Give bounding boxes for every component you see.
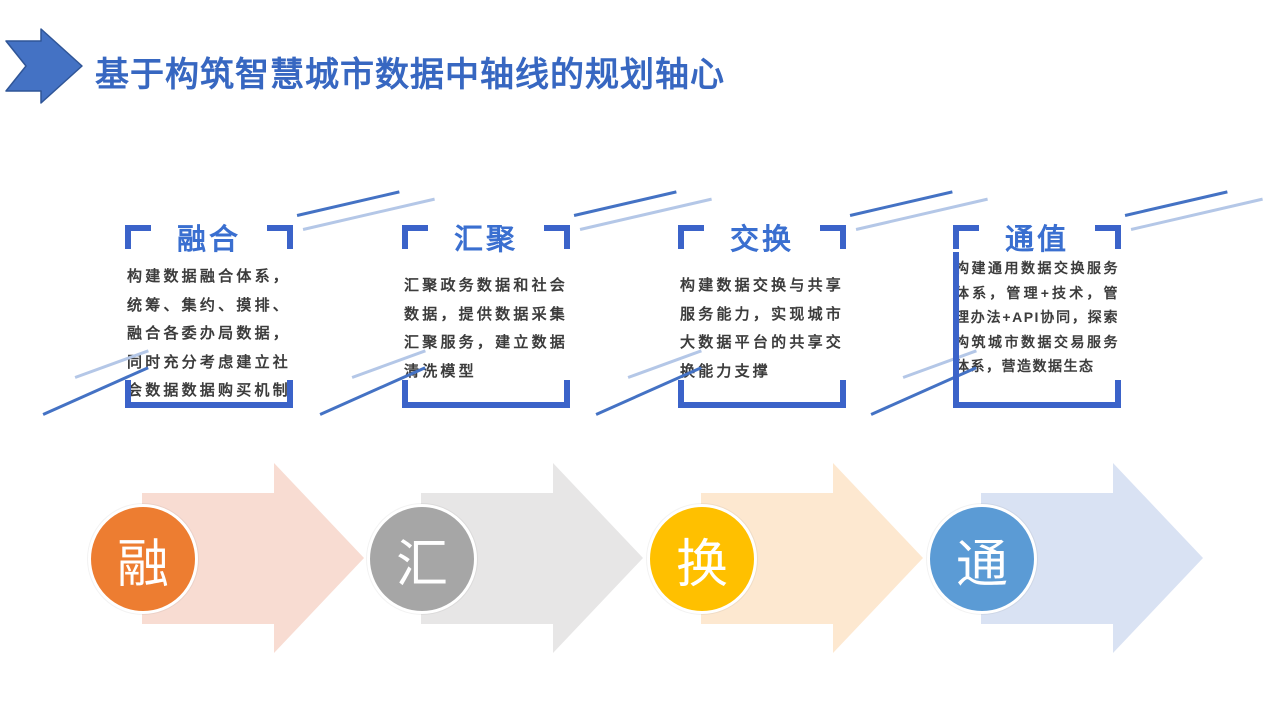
column-header: 交换 (678, 216, 846, 256)
column-title: 通值 (1004, 224, 1069, 256)
arrow-head-icon (1113, 463, 1203, 653)
step-label: 通 (955, 535, 1008, 594)
arrow-head-icon (274, 463, 364, 653)
bracket-bottom-icon (678, 380, 846, 408)
column-body-text: 汇聚政务数据和社会数据，提供数据采集汇聚服务，建立数据清洗模型 (404, 277, 568, 380)
column-body-text: 构建数据交换与共享服务能力，实现城市大数据平台的共享交换能力支撑 (680, 277, 844, 380)
bracket-side-line-icon (953, 252, 959, 382)
decor-line-icon (573, 190, 677, 217)
info-column-tongzhi: 通值 构建通用数据交换服务体系，管理+技术，管理办法+API协同，探索构筑城市数… (870, 190, 1263, 416)
bracket-bottom-icon (402, 380, 570, 408)
bracket-corner-icon (678, 225, 704, 249)
column-title: 融合 (176, 224, 241, 256)
process-step-hui: 汇 (367, 463, 657, 655)
arrow-head-icon (833, 463, 923, 653)
title-chevron-arrow-icon (5, 28, 83, 104)
bracket-bottom-icon (953, 380, 1121, 408)
column-title: 汇聚 (453, 224, 518, 256)
decor-line-icon (849, 190, 953, 217)
decor-line-icon (1124, 190, 1228, 217)
step-circle: 汇 (367, 504, 477, 614)
column-header: 通值 (953, 216, 1121, 256)
process-step-huan: 换 (647, 463, 937, 655)
step-label: 汇 (395, 535, 448, 594)
bracket-corner-icon (125, 225, 151, 249)
bracket-corner-icon (402, 225, 428, 249)
column-title: 交换 (729, 224, 794, 256)
column-body-text: 构建通用数据交换服务体系，管理+技术，管理办法+API协同，探索构筑城市数据交易… (955, 260, 1119, 374)
info-column-jiaohuan: 交换 构建数据交换与共享服务能力，实现城市大数据平台的共享交换能力支撑 (595, 190, 988, 416)
column-body-text: 构建数据融合体系，统筹、集约、摸排、融合各委办局数据，同时充分考虑建立社会数据数… (127, 268, 291, 399)
info-column-ronghe: 融合 构建数据融合体系，统筹、集约、摸排、融合各委办局数据，同时充分考虑建立社会… (42, 190, 435, 416)
decor-line-icon (296, 190, 400, 217)
step-label: 换 (675, 535, 728, 594)
step-circle: 通 (927, 504, 1037, 614)
process-step-rong: 融 (88, 463, 378, 655)
bracket-corner-icon (267, 225, 293, 249)
decor-line-icon (1130, 197, 1263, 231)
step-circle: 换 (647, 504, 757, 614)
bracket-corner-icon (1095, 225, 1121, 249)
column-header: 融合 (125, 216, 293, 256)
column-header: 汇聚 (402, 216, 570, 256)
page-title: 基于构筑智慧城市数据中轴线的规划轴心 (95, 56, 725, 94)
bracket-corner-icon (544, 225, 570, 249)
step-label: 融 (116, 535, 169, 594)
info-column-huiju: 汇聚 汇聚政务数据和社会数据，提供数据采集汇聚服务，建立数据清洗模型 (319, 190, 712, 416)
process-step-tong: 通 (927, 463, 1217, 655)
bracket-corner-icon (820, 225, 846, 249)
bracket-bottom-icon (125, 380, 293, 408)
step-circle: 融 (88, 504, 198, 614)
bracket-corner-icon (953, 225, 979, 249)
arrow-head-icon (553, 463, 643, 653)
